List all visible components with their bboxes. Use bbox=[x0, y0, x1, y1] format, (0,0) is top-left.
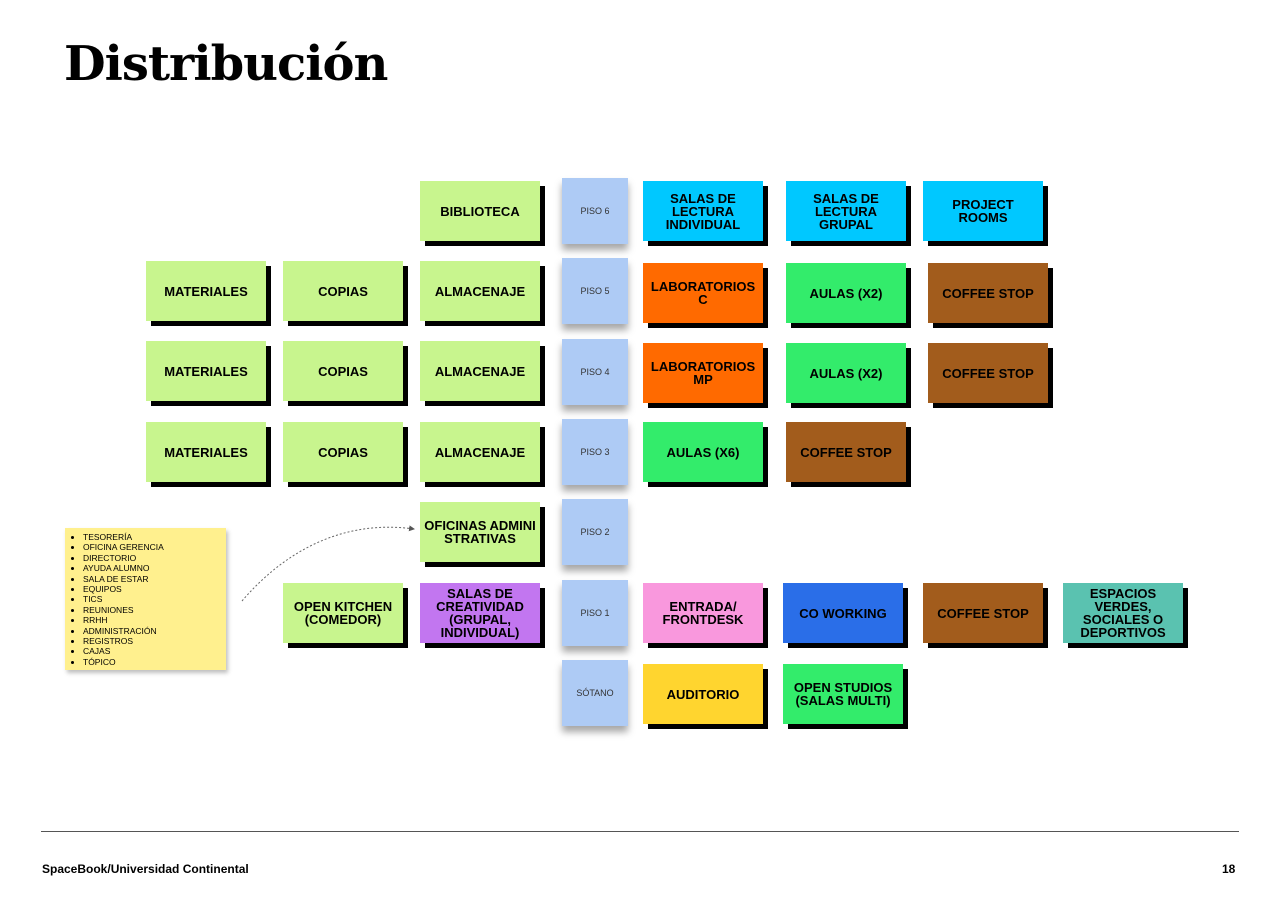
list-item: AYUDA ALUMNO bbox=[83, 563, 164, 573]
note-laboratorios-mp: LABORATORIOS MP bbox=[643, 343, 763, 403]
note-salas-lectura-individual: SALAS DE LECTURA INDIVIDUAL bbox=[643, 181, 763, 241]
list-item: TICS bbox=[83, 594, 164, 604]
floor-piso-1: PISO 1 bbox=[562, 580, 628, 646]
note-salas-creatividad: SALAS DE CREATIVIDAD (GRUPAL, INDIVIDUAL… bbox=[420, 583, 540, 643]
floor-piso-3: PISO 3 bbox=[562, 419, 628, 485]
note-aulas-x2-piso-4: AULAS (X2) bbox=[786, 343, 906, 403]
list-item: CAJAS bbox=[83, 646, 164, 656]
note-coffee-stop-piso-3: COFFEE STOP bbox=[786, 422, 906, 482]
note-open-kitchen: OPEN KITCHEN (COMEDOR) bbox=[283, 583, 403, 643]
list-item: OFICINA GERENCIA bbox=[83, 542, 164, 552]
list-item: ADMINISTRACIÓN bbox=[83, 626, 164, 636]
note-copias-piso-3: COPIAS bbox=[283, 422, 403, 482]
floor-piso-2: PISO 2 bbox=[562, 499, 628, 565]
page-number: 18 bbox=[1222, 862, 1236, 876]
note-espacios-verdes: ESPACIOS VERDES, SOCIALES O DEPORTIVOS bbox=[1063, 583, 1183, 643]
list-item: REGISTROS bbox=[83, 636, 164, 646]
note-open-studios: OPEN STUDIOS (SALAS MULTI) bbox=[783, 664, 903, 724]
note-biblioteca: BIBLIOTECA bbox=[420, 181, 540, 241]
note-entrada-frontdesk: ENTRADA/ FRONTDESK bbox=[643, 583, 763, 643]
note-coffee-stop-piso-4: COFFEE STOP bbox=[928, 343, 1048, 403]
note-materiales-piso-4: MATERIALES bbox=[146, 341, 266, 401]
note-materiales-piso-3: MATERIALES bbox=[146, 422, 266, 482]
note-almacenaje-piso-4: ALMACENAJE bbox=[420, 341, 540, 401]
note-aulas-x6: AULAS (X6) bbox=[643, 422, 763, 482]
note-project-rooms: PROJECT ROOMS bbox=[923, 181, 1043, 241]
note-coffee-stop-piso-1: COFFEE STOP bbox=[923, 583, 1043, 643]
list-item: DIRECTORIO bbox=[83, 553, 164, 563]
note-materiales-piso-5: MATERIALES bbox=[146, 261, 266, 321]
footer-brand: SpaceBook/Universidad Continental bbox=[42, 862, 249, 876]
list-item: TÓPICO bbox=[83, 657, 164, 667]
note-co-working: CO WORKING bbox=[783, 583, 903, 643]
note-copias-piso-5: COPIAS bbox=[283, 261, 403, 321]
note-admin-list: TESORERÍA OFICINA GERENCIA DIRECTORIO AY… bbox=[65, 528, 226, 670]
list-item: REUNIONES bbox=[83, 605, 164, 615]
note-coffee-stop-piso-5: COFFEE STOP bbox=[928, 263, 1048, 323]
note-almacenaje-piso-5: ALMACENAJE bbox=[420, 261, 540, 321]
note-copias-piso-4: COPIAS bbox=[283, 341, 403, 401]
floor-piso-4: PISO 4 bbox=[562, 339, 628, 405]
list-item: EQUIPOS bbox=[83, 584, 164, 594]
note-aulas-x2-piso-5: AULAS (X2) bbox=[786, 263, 906, 323]
floor-sotano: SÓTANO bbox=[562, 660, 628, 726]
note-almacenaje-piso-3: ALMACENAJE bbox=[420, 422, 540, 482]
list-item: RRHH bbox=[83, 615, 164, 625]
admin-list: TESORERÍA OFICINA GERENCIA DIRECTORIO AY… bbox=[71, 532, 164, 667]
floor-piso-5: PISO 5 bbox=[562, 258, 628, 324]
note-auditorio: AUDITORIO bbox=[643, 664, 763, 724]
footer-divider bbox=[41, 831, 1239, 832]
note-laboratorios-c: LABORATORIOS C bbox=[643, 263, 763, 323]
floor-piso-6: PISO 6 bbox=[562, 178, 628, 244]
list-item: TESORERÍA bbox=[83, 532, 164, 542]
note-salas-lectura-grupal: SALAS DE LECTURA GRUPAL bbox=[786, 181, 906, 241]
note-oficinas-administrativas: OFICINAS ADMINISTRATIVAS bbox=[420, 502, 540, 562]
list-item: SALA DE ESTAR bbox=[83, 574, 164, 584]
page-title: Distribución bbox=[64, 36, 388, 92]
